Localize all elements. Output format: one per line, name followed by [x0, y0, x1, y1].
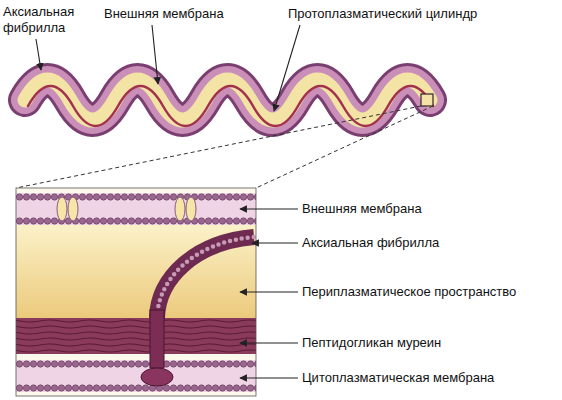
part-label: Внешняя мембрана [302, 201, 422, 217]
zoom-box [421, 94, 433, 106]
peptidoglycan-layer [16, 318, 256, 354]
part-label: Периплазматическое пространство [302, 284, 516, 300]
leader-line [152, 25, 158, 84]
membrane-protein [175, 197, 185, 221]
lipid-heads [16, 217, 256, 225]
zoom-line [16, 106, 421, 188]
leader-line [240, 291, 298, 292]
fibril-beads [157, 237, 254, 318]
leader-line [274, 25, 300, 111]
part-label: Аксиальная фибрилла [302, 235, 439, 251]
membrane-protein [68, 197, 78, 221]
lipid-heads [16, 193, 256, 201]
leader-line [240, 208, 298, 209]
part-label: Цитоплазматическая мембрана [302, 370, 494, 386]
cell-wall-detail [16, 188, 256, 396]
leader-line [36, 39, 41, 70]
lipid-heads [16, 360, 256, 368]
leader-line [240, 342, 298, 343]
cytoplasmic-membrane-bilayer [16, 360, 256, 392]
zoom-line [256, 106, 433, 188]
lipid-heads [16, 384, 256, 392]
membrane-protein [57, 197, 67, 221]
outer-membrane-bilayer [16, 193, 256, 225]
panel-ground [16, 188, 256, 396]
leader-line [252, 242, 298, 243]
leader-line [240, 377, 298, 378]
leader-lines [36, 25, 300, 378]
part-label: Протоплазматический цилиндр [288, 6, 477, 22]
basal-body [141, 368, 173, 386]
panel-frame [16, 188, 256, 396]
axial-fibril-line [28, 86, 433, 126]
part-label: Пептидогликан муреин [302, 335, 441, 351]
part-label: Внешняя мембрана [104, 6, 224, 22]
spirochete-body [25, 80, 433, 126]
part-label: Аксиальная фибрилла [3, 4, 91, 35]
periplasmic-space [16, 225, 256, 318]
axial-fibril [157, 237, 254, 318]
membrane-protein [186, 197, 196, 221]
fibril-shaft [150, 310, 164, 368]
